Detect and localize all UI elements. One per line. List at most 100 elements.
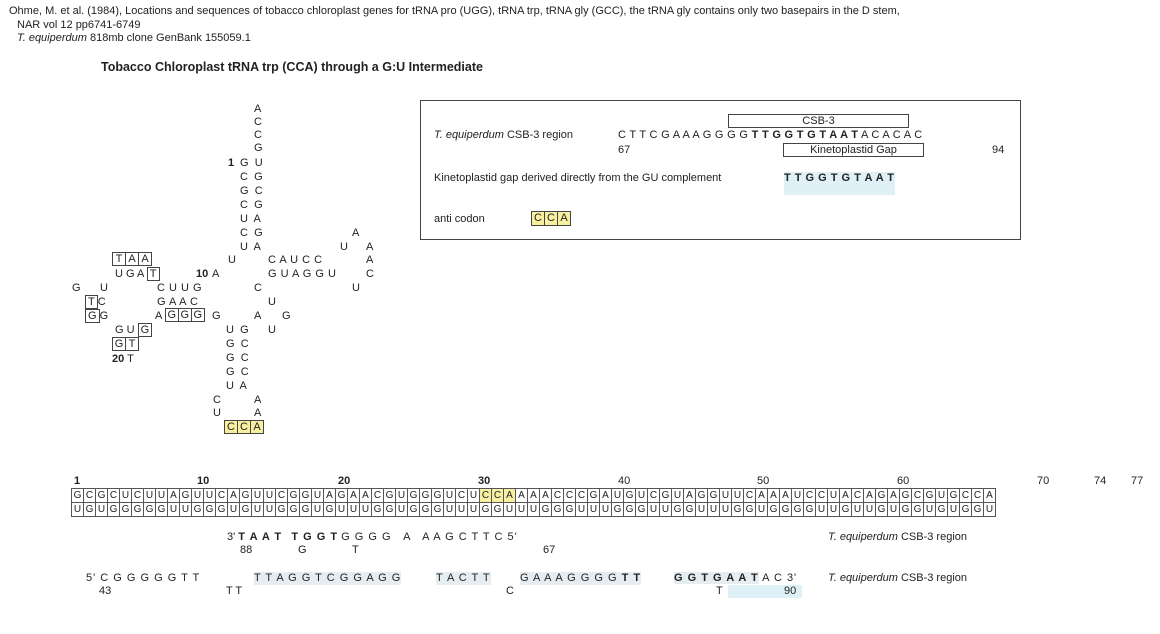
region-suffix: CSB-3 region bbox=[503, 129, 574, 141]
sequence-base: U bbox=[467, 502, 480, 517]
tick-40: 40 bbox=[618, 475, 631, 487]
sequence-base: G bbox=[839, 502, 852, 517]
sequence-base: G bbox=[635, 502, 648, 517]
d-loop-u: U bbox=[100, 282, 108, 294]
t-loop-a3: A bbox=[366, 254, 374, 266]
gug-box: G bbox=[137, 323, 153, 337]
anticodon-arm-right: A bbox=[239, 380, 247, 392]
acceptor-base: C bbox=[254, 116, 262, 128]
d-box-base: T bbox=[112, 252, 126, 266]
anticodon-arm-right: C bbox=[240, 338, 249, 350]
align2-c: C bbox=[506, 585, 514, 597]
seq-tail: A C A C A C bbox=[858, 129, 923, 141]
t-loop-a: A bbox=[352, 227, 360, 239]
sequence-base: G bbox=[275, 502, 288, 517]
gt-boxes: G T bbox=[112, 337, 139, 351]
t-loop-u: U bbox=[340, 241, 348, 253]
acceptor-left-base: G bbox=[240, 157, 249, 169]
position-10-label: 10 bbox=[196, 268, 209, 280]
position-20-label: 20 bbox=[112, 353, 125, 365]
anticodon-arm-left: U bbox=[226, 324, 234, 336]
sequence-base: G bbox=[383, 502, 396, 517]
acceptor-left-base: U bbox=[240, 241, 248, 253]
d-box-base: A bbox=[125, 252, 139, 266]
citation-line-2: NAR vol 12 pp6741-6749 bbox=[17, 19, 141, 31]
acceptor-left-base: C bbox=[240, 199, 248, 211]
clone-info: 818mb clone GenBank 155059.1 bbox=[86, 32, 251, 44]
align2-s3: T A C T T bbox=[436, 572, 491, 585]
acceptor-right-base: G bbox=[254, 227, 263, 239]
t-box: T bbox=[85, 295, 98, 309]
d-a: A bbox=[212, 268, 220, 280]
variable-c: C bbox=[254, 282, 262, 294]
align1-prefix: 3' bbox=[227, 531, 236, 543]
align2-region-label: T. equiperdum CSB-3 region bbox=[828, 572, 967, 585]
acceptor-base: C bbox=[254, 129, 262, 141]
anticodon-label: anti codon bbox=[434, 213, 485, 225]
acceptor-right-base: G bbox=[254, 171, 263, 183]
position-20: 20 T bbox=[112, 353, 134, 366]
align1-plain1: G G G G bbox=[341, 531, 392, 543]
legend-box: CSB-3 T. equiperdum CSB-3 region C T T C… bbox=[420, 100, 1021, 240]
variable-a: A bbox=[254, 310, 262, 322]
loop-c: C bbox=[213, 394, 221, 406]
citation-line-3: T. equiperdum 818mb clone GenBank 155059… bbox=[17, 32, 251, 45]
ugat-plain: U G A bbox=[115, 268, 147, 280]
align1-bold2: T G G T bbox=[291, 531, 339, 543]
tick-20: 20 bbox=[338, 475, 351, 487]
d-box-base: G bbox=[177, 308, 192, 322]
loop-u: U bbox=[213, 407, 221, 419]
align2-tt: T T bbox=[226, 585, 243, 597]
anticodon-arm-left: G bbox=[226, 352, 235, 364]
csb3-box: CSB-3 bbox=[728, 114, 909, 128]
ugat: U G A T bbox=[115, 267, 160, 281]
gap-description: Kinetoplastid gap derived directly from … bbox=[434, 172, 722, 184]
citation-line-1: Ohme, M. et al. (1984), Locations and se… bbox=[9, 5, 900, 17]
loop-a: A bbox=[254, 394, 262, 406]
t-arm-top: C A U C C bbox=[268, 254, 323, 266]
d-loop-g: G bbox=[72, 282, 81, 294]
anticodon-base: C bbox=[544, 211, 558, 226]
anticodon-arm-left: G bbox=[226, 366, 235, 378]
t-loop-c: C bbox=[366, 268, 374, 280]
region-suffix: CSB-3 region bbox=[897, 572, 968, 584]
t-arm-bottom: G U A G G U bbox=[268, 268, 337, 280]
align1-t: T bbox=[352, 544, 359, 556]
align2-s4-bold: T T bbox=[621, 572, 642, 584]
anticodon-arm-right: G bbox=[240, 324, 249, 336]
sequence-base: G bbox=[203, 502, 216, 517]
anticodon-base: A bbox=[250, 420, 264, 434]
variable-u2: U bbox=[268, 324, 276, 336]
align2-s5-bold: G G T G A A T bbox=[674, 572, 759, 584]
align1-plain3: A A G C T T C 5' bbox=[422, 531, 518, 543]
tick-1: 1 bbox=[74, 475, 81, 487]
d-box-base: A bbox=[138, 252, 152, 266]
anticodon-base: C bbox=[237, 420, 251, 434]
agggg: A G G G bbox=[155, 308, 205, 323]
d-box-base: G bbox=[190, 308, 205, 322]
align1-pos-67: 67 bbox=[543, 544, 556, 556]
seq-plain: C T T C G A A A G G G G bbox=[618, 129, 752, 141]
tick-74: 74 bbox=[1094, 475, 1107, 487]
organism-name: T. equiperdum bbox=[828, 572, 898, 584]
anticodon-arm-left: U bbox=[226, 380, 234, 392]
sequence-base: U bbox=[179, 502, 192, 517]
t-loop-a2: A bbox=[366, 241, 374, 253]
align2-s2: T T A G G T C G G A G G bbox=[254, 572, 402, 585]
align2-pos-43: 43 bbox=[99, 585, 112, 597]
kinetoplastid-gap-box: Kinetoplastid Gap bbox=[783, 143, 924, 157]
agggg-plain: A bbox=[155, 310, 165, 322]
align2-s1: 5' C G G G G G T T bbox=[86, 572, 201, 584]
gug-plain: G U bbox=[115, 324, 138, 336]
seq-bold: T T G G T G T A A T bbox=[751, 129, 859, 141]
acceptor-right-base: A bbox=[253, 241, 261, 253]
anticodon-arm-right: C bbox=[240, 352, 249, 364]
variable-g: G bbox=[282, 310, 291, 322]
gap-sequence: T T G G T G T A A T bbox=[784, 172, 895, 195]
sequence-base: G bbox=[671, 502, 684, 517]
gug: G U G bbox=[115, 323, 153, 337]
align1-seq: 3' T A A T T G G T G G G G A A A G C T T… bbox=[227, 531, 518, 544]
